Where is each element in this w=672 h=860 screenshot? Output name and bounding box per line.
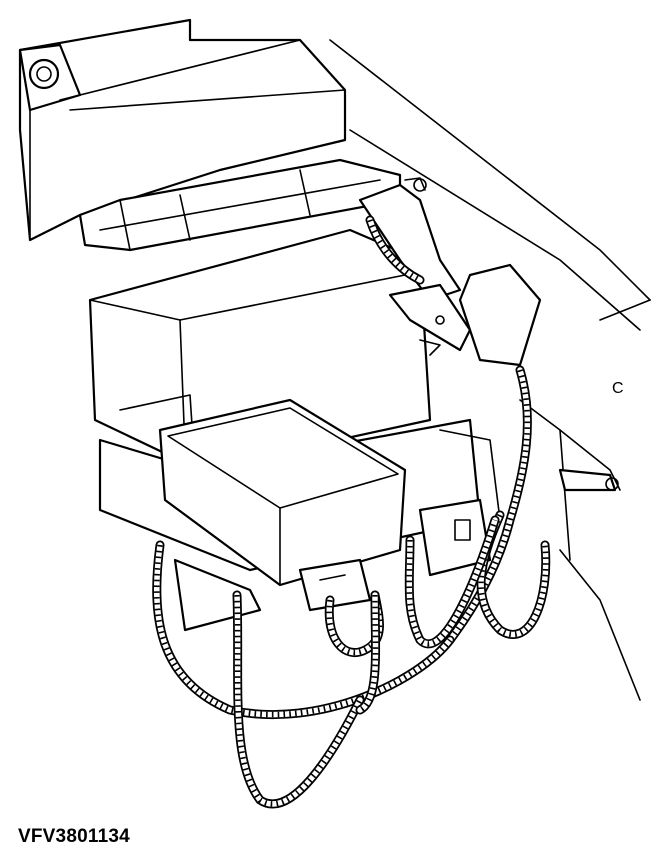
upper-module bbox=[18, 18, 347, 242]
callout-label: C bbox=[612, 380, 624, 397]
cover-box bbox=[158, 398, 407, 587]
wire-harness bbox=[152, 215, 551, 809]
lever-arm bbox=[558, 468, 619, 492]
figure-caption: VFV3801134 bbox=[18, 826, 130, 847]
mounting-bracket bbox=[78, 158, 402, 252]
frame-panel bbox=[329, 39, 651, 701]
